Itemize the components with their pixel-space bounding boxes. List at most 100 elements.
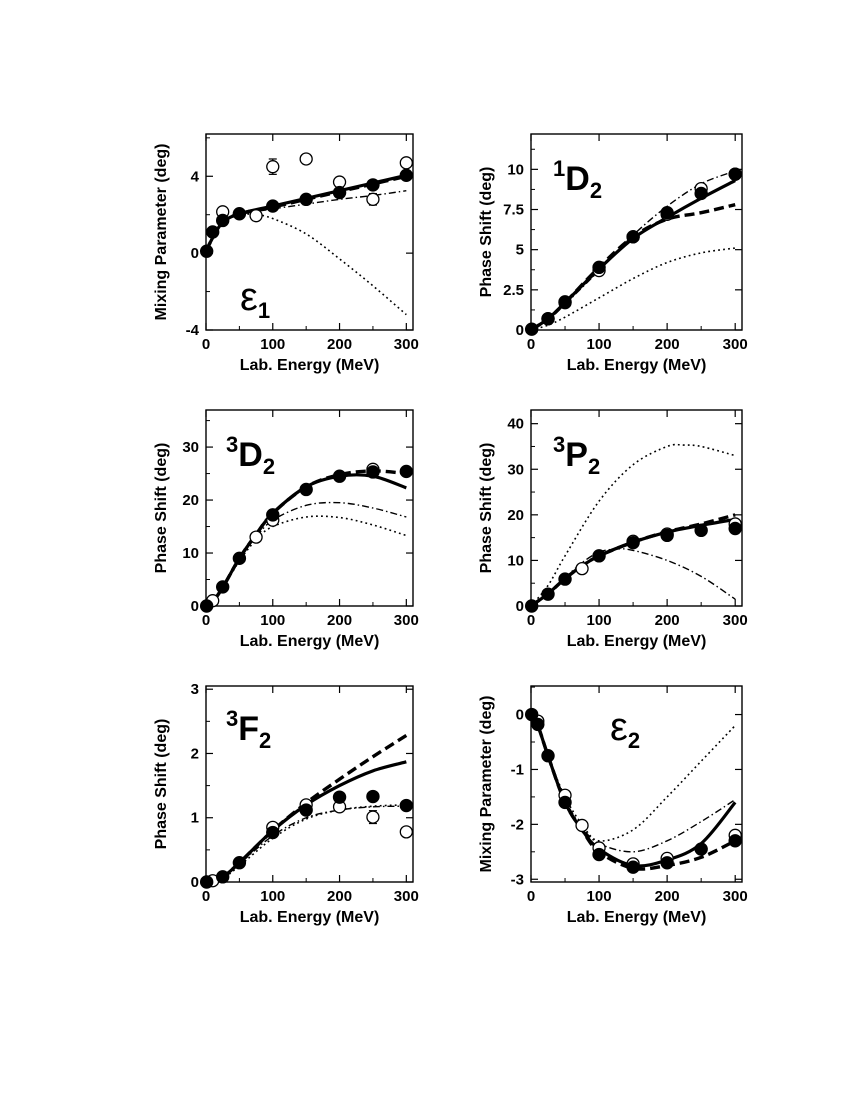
filled-data-point: [592, 549, 606, 563]
open-data-point: [399, 156, 413, 170]
panel-label-sup: 1: [553, 156, 565, 181]
y-tick-label: 0: [516, 598, 524, 615]
filled-data-point: [592, 260, 606, 275]
y-tick-label: 20: [507, 507, 524, 524]
filled-data-point: [399, 168, 414, 183]
x-tick-label: 200: [655, 612, 680, 629]
x-tick-label: 300: [394, 336, 419, 353]
series-line-dashed: [531, 713, 736, 871]
filled-data-point: [660, 206, 674, 220]
plot-frame: [530, 409, 743, 607]
filled-data-point: [299, 192, 313, 207]
filled-data-point: [592, 847, 606, 862]
filled-data-point: [728, 167, 742, 181]
y-axis-label: Phase Shift (deg): [153, 443, 170, 574]
filled-data-point: [332, 185, 347, 200]
y-tick-label: -4: [186, 322, 200, 339]
panel-label-main: D: [238, 436, 263, 474]
filled-data-point: [558, 295, 572, 309]
open-data-point: [366, 192, 380, 206]
y-tick-label: 2.5: [503, 282, 524, 299]
x-tick-label: 300: [723, 336, 748, 353]
filled-data-point: [366, 789, 380, 804]
filled-data-point: [366, 178, 380, 192]
filled-data-point: [215, 580, 230, 594]
open-data-point: [266, 160, 280, 174]
series-line-dashed: [531, 203, 736, 330]
x-tick-label: 200: [327, 612, 352, 629]
filled-data-point: [215, 870, 230, 884]
filled-data-point: [558, 795, 572, 810]
open-data-point: [299, 152, 313, 166]
panel-label: ε2: [610, 705, 640, 753]
series-line-dashdot: [531, 714, 736, 853]
x-tick-label: 100: [587, 612, 612, 629]
x-tick-label: 0: [527, 612, 535, 629]
x-axis-label: Lab. Energy (MeV): [240, 357, 380, 374]
series-line-dotted: [531, 443, 736, 606]
filled-data-point: [215, 213, 230, 228]
filled-data-point: [541, 312, 555, 326]
filled-data-point: [531, 717, 545, 732]
plot-frame: [530, 685, 743, 883]
filled-data-point: [626, 860, 640, 874]
y-tick-label: 20: [182, 492, 199, 509]
filled-data-point: [660, 856, 674, 870]
filled-data-point: [232, 551, 247, 566]
y-axis-label: Phase Shift (deg): [478, 443, 495, 574]
x-tick-label: 300: [394, 888, 419, 905]
open-data-point: [249, 530, 263, 544]
filled-data-point: [199, 244, 214, 258]
x-tick-label: 100: [260, 612, 285, 629]
filled-data-point: [524, 599, 539, 613]
series-line-dotted: [206, 515, 407, 606]
panel-label-sub: 1: [258, 298, 270, 323]
filled-data-point: [199, 875, 214, 889]
plot-frame: [205, 409, 414, 607]
x-tick-label: 100: [587, 336, 612, 353]
filled-data-point: [626, 535, 640, 550]
y-tick-label: 10: [507, 552, 524, 569]
panel-label: ε1: [240, 275, 270, 323]
x-tick-label: 100: [260, 336, 285, 353]
y-tick-label: 0: [191, 874, 199, 891]
filled-data-point: [524, 322, 539, 336]
x-tick-label: 0: [527, 888, 535, 905]
panel-label-main: D: [565, 160, 590, 198]
filled-data-point: [266, 199, 280, 213]
y-tick-label: 2: [191, 745, 199, 762]
x-tick-label: 200: [327, 888, 352, 905]
panel-label-sub: 2: [259, 728, 271, 753]
filled-data-point: [694, 523, 708, 538]
y-axis-label: Mixing Parameter (deg): [153, 144, 170, 321]
x-axis-label: Lab. Energy (MeV): [240, 633, 380, 650]
filled-data-point: [199, 599, 214, 613]
x-tick-label: 100: [587, 888, 612, 905]
panel-label: 3P2: [553, 432, 600, 479]
y-tick-label: -2: [511, 816, 524, 833]
filled-data-point: [399, 464, 414, 479]
open-data-point: [575, 818, 589, 833]
series-line-dotted: [206, 804, 407, 882]
filled-data-point: [626, 230, 640, 244]
x-tick-label: 200: [655, 336, 680, 353]
y-tick-label: 4: [191, 168, 200, 185]
y-tick-label: 0: [516, 707, 524, 724]
y-tick-label: 10: [507, 161, 524, 178]
filled-data-point: [541, 749, 555, 763]
x-tick-label: 300: [394, 612, 419, 629]
panel-label-sub: 2: [263, 454, 275, 479]
filled-data-point: [232, 207, 247, 221]
y-axis-label: Mixing Parameter (deg): [478, 696, 495, 873]
filled-data-point: [205, 225, 220, 239]
y-tick-label: 30: [507, 461, 524, 478]
open-data-point: [399, 825, 413, 839]
filled-data-point: [232, 856, 247, 870]
filled-data-point: [524, 707, 539, 722]
filled-data-point: [728, 521, 742, 536]
x-tick-label: 200: [655, 888, 680, 905]
series-line-dotted: [531, 247, 736, 330]
panel-label: 3F2: [226, 706, 271, 753]
